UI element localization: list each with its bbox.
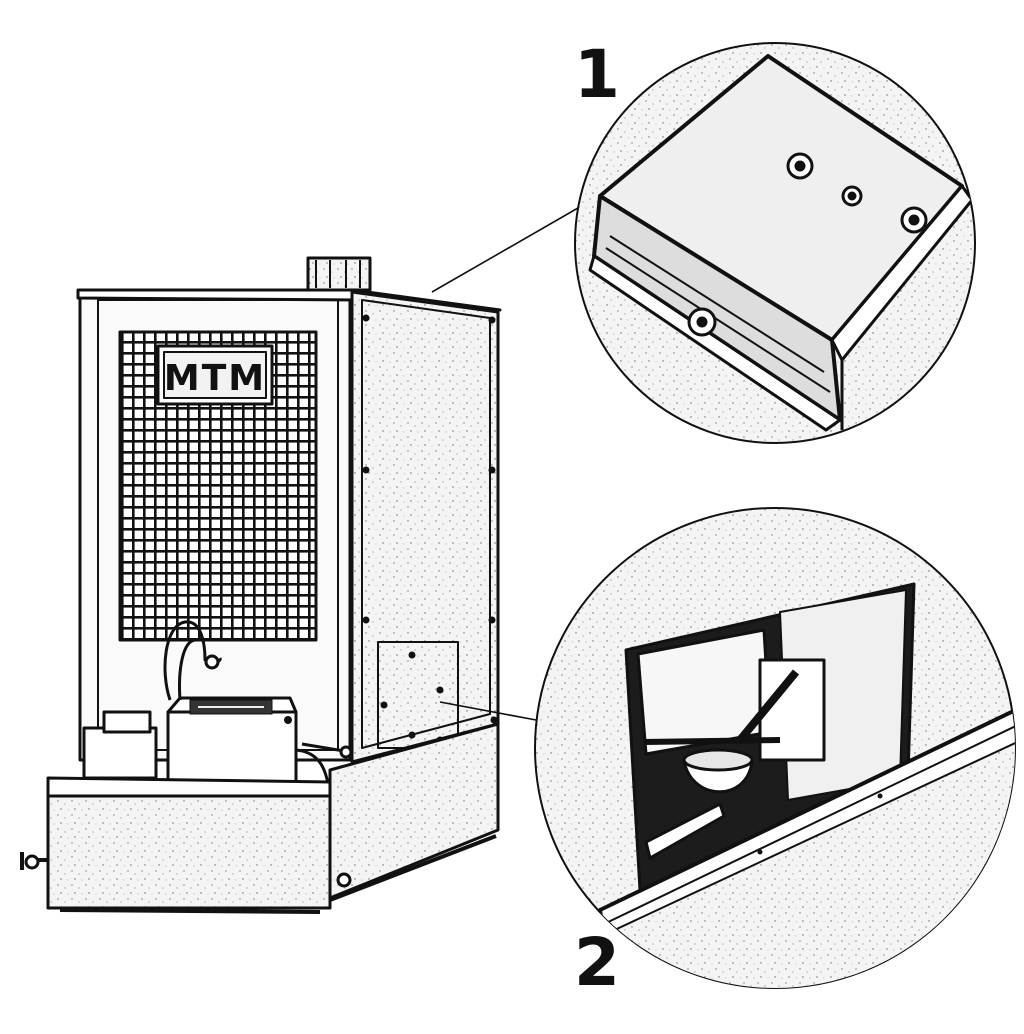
float-arm — [644, 802, 726, 860]
pump-housing — [82, 710, 158, 780]
wiring — [163, 620, 353, 878]
bracket-screws — [687, 152, 928, 337]
leader-line-2 — [439, 701, 537, 721]
brand-plate-text: MTM — [164, 358, 266, 399]
cabinet-side — [350, 290, 500, 764]
fuel-tank — [20, 722, 500, 910]
float-bowl — [682, 748, 754, 794]
callout-number-2: 2 — [574, 924, 620, 1001]
control-box — [166, 696, 298, 784]
leader-lines — [431, 207, 579, 721]
heater-unit: MTM — [20, 256, 502, 914]
detail-view-2 — [534, 507, 1016, 989]
detail-view-1 — [574, 42, 976, 444]
flue-pipe — [306, 256, 372, 292]
callout-number-1: 1 — [574, 36, 620, 113]
brand-plate: MTM — [156, 344, 274, 406]
leader-line-1 — [431, 207, 579, 293]
